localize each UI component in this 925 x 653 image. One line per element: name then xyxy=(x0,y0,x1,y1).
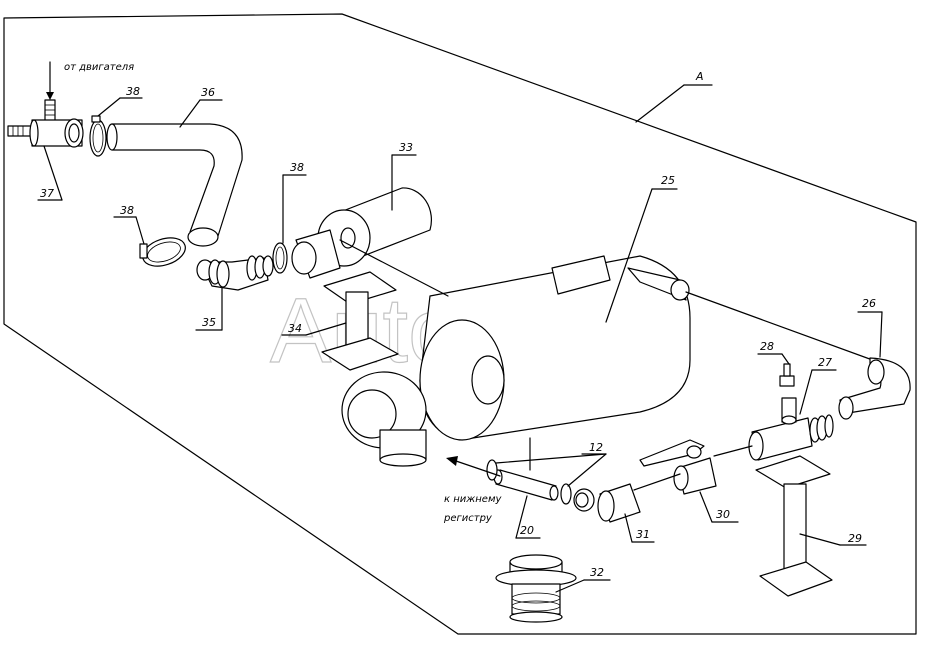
hose-clamp-38-right xyxy=(272,174,307,274)
label-38-right: 38 xyxy=(290,161,304,174)
tee-27 xyxy=(748,369,837,461)
region-a-outline xyxy=(3,13,917,635)
label-38-mid: 38 xyxy=(120,204,134,217)
corrugated-elbow-35 xyxy=(195,255,274,331)
area-a-leader xyxy=(635,84,685,123)
note-from-engine: от двигателя xyxy=(64,62,134,73)
stand-34 xyxy=(281,271,399,371)
label-27: 27 xyxy=(818,356,832,369)
label-28: 28 xyxy=(760,340,774,353)
flange-bushing-32 xyxy=(495,554,611,623)
label-20: 20 xyxy=(520,524,534,537)
label-36: 36 xyxy=(201,86,215,99)
pipe-20 xyxy=(493,437,559,539)
label-37: 37 xyxy=(40,187,54,200)
valve-body-30 xyxy=(639,439,753,523)
label-32: 32 xyxy=(590,566,604,579)
heater-body-25 xyxy=(339,188,691,467)
note-to-register-1: к нижнему xyxy=(444,494,502,505)
hose-clamps-12 xyxy=(486,453,607,505)
label-29: 29 xyxy=(848,532,862,545)
bushing-31 xyxy=(573,473,681,543)
hose-clamp-38-mid xyxy=(113,216,186,267)
valve-28 xyxy=(757,353,795,387)
label-35: 35 xyxy=(202,316,216,329)
label-31: 31 xyxy=(636,528,650,541)
label-30: 30 xyxy=(716,508,730,521)
tee-fitting-37 xyxy=(7,61,84,201)
hose-clamp-38-top xyxy=(89,97,143,157)
elbow-pipe-26 xyxy=(685,291,911,420)
arrow-to-lower-register xyxy=(446,456,501,477)
label-38-top: 38 xyxy=(126,85,140,98)
label-area-a: A xyxy=(695,70,704,83)
label-12: 12 xyxy=(589,441,603,454)
label-33: 33 xyxy=(399,141,413,154)
stand-29 xyxy=(755,455,867,597)
label-34: 34 xyxy=(288,322,302,335)
bent-hose-36 xyxy=(106,99,243,247)
inlet-duct-33 xyxy=(291,154,432,279)
label-25: 25 xyxy=(661,174,675,187)
note-to-register-2: регистру xyxy=(443,513,493,524)
label-26: 26 xyxy=(862,297,876,310)
